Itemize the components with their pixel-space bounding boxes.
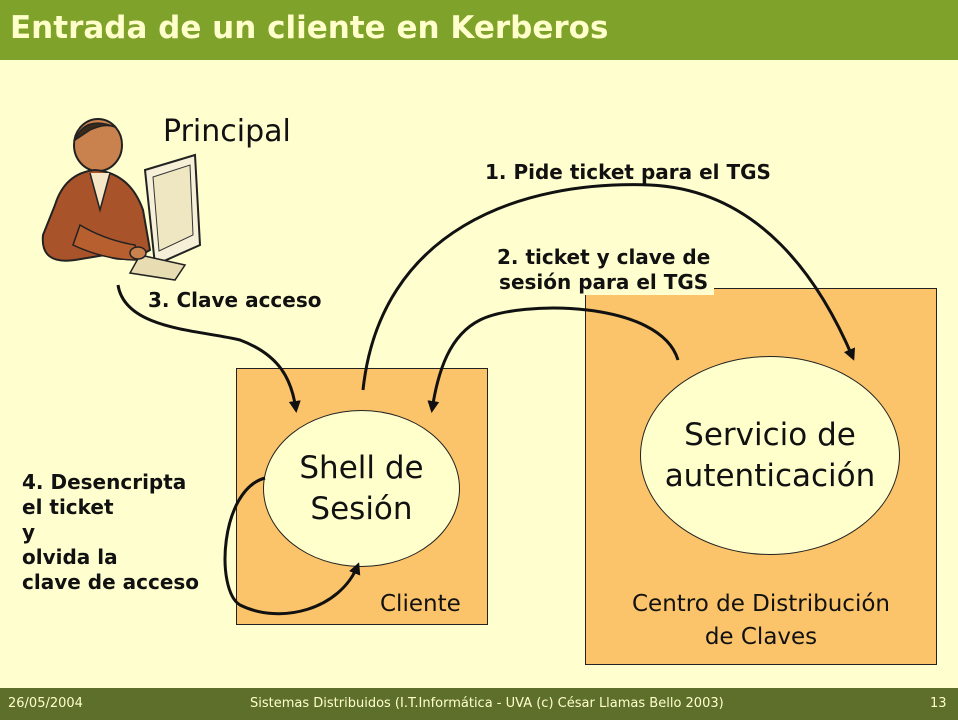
shell-de-sesion-node: Shell de Sesión <box>263 410 460 567</box>
footer-date: 26/05/2004 <box>8 696 83 711</box>
arrow-step4 <box>223 476 361 616</box>
step3-label: 3. Clave acceso <box>148 288 322 312</box>
arrow-step3 <box>116 284 301 413</box>
person-at-computer-icon <box>41 118 202 281</box>
kdc-label: Centro de Distribución de Claves <box>631 591 890 650</box>
arrow-step1 <box>361 183 856 391</box>
footer-bar: 26/05/2004 Sistemas Distribuidos (I.T.In… <box>0 688 958 720</box>
arrow-step2 <box>427 306 680 413</box>
slide-title: Entrada de un cliente en Kerberos <box>10 10 609 46</box>
footer-page-number: 13 <box>930 696 947 711</box>
footer-course: Sistemas Distribuidos (I.T.Informática -… <box>250 696 724 711</box>
step2-label: 2. ticket y clave de sesión para el TGS <box>493 245 715 295</box>
servicio-autenticacion-node: Servicio de autenticación <box>640 356 900 555</box>
step1-label: 1. Pide ticket para el TGS <box>485 160 771 184</box>
step4-label: 4. Desencripta el ticket y olvida la cla… <box>22 470 200 594</box>
title-bar: Entrada de un cliente en Kerberos <box>0 0 958 60</box>
cliente-label: Cliente <box>380 591 461 617</box>
principal-label: Principal <box>163 114 291 149</box>
